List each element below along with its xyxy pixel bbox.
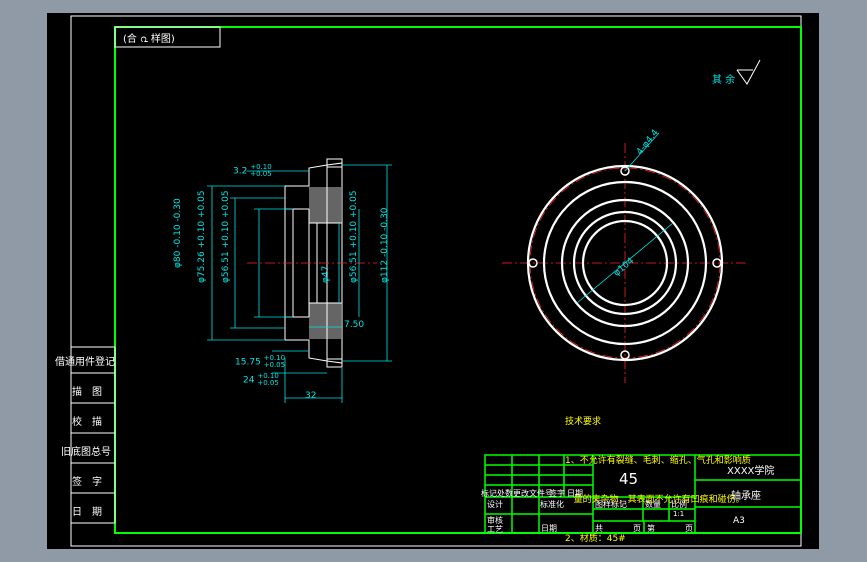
inner-border <box>114 26 802 534</box>
tb-row-4: 日期 <box>541 524 557 533</box>
dim-phi-47: φ47 <box>321 265 331 283</box>
tech-notes-title: 技术要求 <box>565 417 602 427</box>
dim-phi-80: φ80 -0.10 -0.30 <box>173 198 183 268</box>
tech-notes: 技术要求 1、不允许有裂缝、毛刺、缩孔、气孔和影响质 量的夹杂物，其表面不允许有… <box>565 390 751 559</box>
dim-phi-56-left: φ56.51 +0.10 +0.05 <box>221 190 231 283</box>
tb-row-1: 标准化 <box>540 500 564 509</box>
side-label-3: 旧底图总号 <box>61 447 111 458</box>
material-value: 45 <box>619 470 639 488</box>
tb-sheet-page: 页 <box>633 524 641 533</box>
tb-mid-header-2: 比例 <box>671 500 687 509</box>
front-view <box>502 132 747 383</box>
surface-finish-label: 其 余 <box>712 75 736 86</box>
corner-tag-box <box>114 26 221 48</box>
section-dimensions <box>207 164 392 403</box>
side-label-0: 借通用件登记 <box>55 357 115 368</box>
tech-note-3: 2、材质：45# <box>565 534 626 544</box>
tb-row-3: 工艺 <box>487 525 503 534</box>
tb-sheet-total: 共 <box>595 524 603 533</box>
side-label-1: 描 图 <box>72 387 102 398</box>
side-label-4: 签 字 <box>72 477 102 488</box>
tb-header-0: 标记 <box>481 489 497 498</box>
dim-7-5: 7.50 <box>344 320 365 330</box>
dim-phi-112: φ112 -0.10 -0.30 <box>380 207 390 283</box>
dim-phi-75: φ75.26 +0.10 +0.05 <box>197 190 207 283</box>
section-view <box>247 158 377 368</box>
corner-tag: (合 ൨ 样图) <box>123 34 175 45</box>
surface-finish-symbol <box>736 59 761 85</box>
tb-header-2: 更改文件号 <box>513 489 553 498</box>
dim-phi-56-right: φ56.51 +0.10 +0.05 <box>349 190 359 283</box>
dim-24: 24 +0.10+0.05 <box>243 372 279 387</box>
tech-note-2: 量的夹杂物，其表面不允许有凹痕和碰伤。 <box>565 495 745 505</box>
tb-sheet-nth: 第 <box>647 524 655 533</box>
tb-header-4: 日期 <box>567 489 583 498</box>
school-name: XXXX学院 <box>727 466 775 477</box>
cad-drawing-canvas: (合 ൨ 样图) 其 余 借通用件登记 描 图 校 描 旧底图总号 签 字 日 … <box>47 13 819 549</box>
tech-note-1: 1、不允许有裂缝、毛刺、缩孔、气孔和影响质 <box>565 456 751 466</box>
side-label-5: 日 期 <box>72 507 102 518</box>
tb-header-1: 处数 <box>497 489 513 498</box>
title-block <box>484 454 802 534</box>
tb-sheet-page2: 页 <box>685 524 693 533</box>
sheet-size: A3 <box>733 516 745 526</box>
dim-15-75: 15.75 +0.10+0.05 <box>235 354 286 369</box>
drawing-svg <box>70 15 802 547</box>
dim-3-2: 3.2 +0.10+0.05 <box>233 163 272 178</box>
part-name: 轴承座 <box>731 491 761 502</box>
tb-mid-header-1: 数量 <box>645 500 661 509</box>
side-table <box>71 346 116 524</box>
side-label-2: 校 描 <box>72 417 102 428</box>
outer-circle <box>526 164 724 362</box>
dim-32: 32 <box>305 391 317 401</box>
tb-header-3: 签字 <box>549 489 565 498</box>
tb-row-0: 设计 <box>487 500 503 509</box>
scale-value: 1:1 <box>673 510 685 518</box>
tb-row-2: 审核 <box>487 516 503 525</box>
tb-mid-header-0: 图样标记 <box>595 500 627 509</box>
